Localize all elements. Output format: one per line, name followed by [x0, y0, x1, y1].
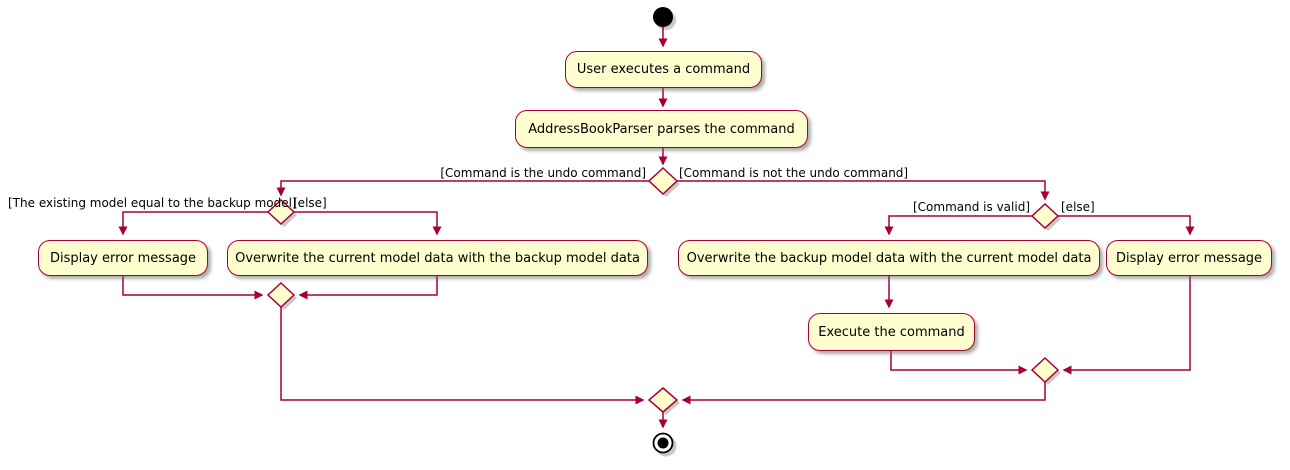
- activity-user-executes-command: User executes a command: [565, 51, 762, 88]
- merge-left: [266, 281, 296, 309]
- start-node: [653, 7, 673, 27]
- activity-execute-command: Execute the command: [808, 313, 975, 351]
- decision-model-equal: [266, 198, 296, 226]
- guard-else-left: [else]: [293, 196, 327, 210]
- activity-label: Overwrite the backup model data with the…: [686, 250, 1092, 266]
- guard-command-is-undo: [Command is the undo command]: [440, 166, 646, 180]
- activity-label: Execute the command: [818, 324, 965, 340]
- decision-undo-or-not: [647, 166, 679, 196]
- activity-display-error-left: Display error message: [38, 240, 208, 276]
- activity-label: AddressBookParser parses the command: [528, 121, 795, 137]
- activity-display-error-right: Display error message: [1106, 240, 1272, 276]
- merge-final: [647, 387, 679, 413]
- activity-overwrite-current-model: Overwrite the current model data with th…: [227, 240, 648, 276]
- activity-parser-parses-command: AddressBookParser parses the command: [515, 110, 808, 148]
- activity-label: Overwrite the current model data with th…: [235, 250, 640, 266]
- guard-model-equal-backup: [The existing model equal to the backup …: [8, 196, 297, 210]
- merge-right: [1030, 356, 1060, 384]
- activity-label: Display error message: [1115, 250, 1263, 266]
- guard-command-is-not-undo: [Command is not the undo command]: [679, 166, 909, 180]
- end-node: [652, 432, 674, 454]
- decision-command-valid: [1030, 202, 1060, 230]
- activity-label: Display error message: [49, 250, 197, 266]
- guard-command-valid: [Command is valid]: [913, 200, 1030, 214]
- guard-else-right: [else]: [1061, 200, 1095, 214]
- diagram-edges: [118, 27, 1195, 429]
- activity-overwrite-backup-model: Overwrite the backup model data with the…: [678, 240, 1100, 276]
- activity-label: User executes a command: [576, 62, 751, 77]
